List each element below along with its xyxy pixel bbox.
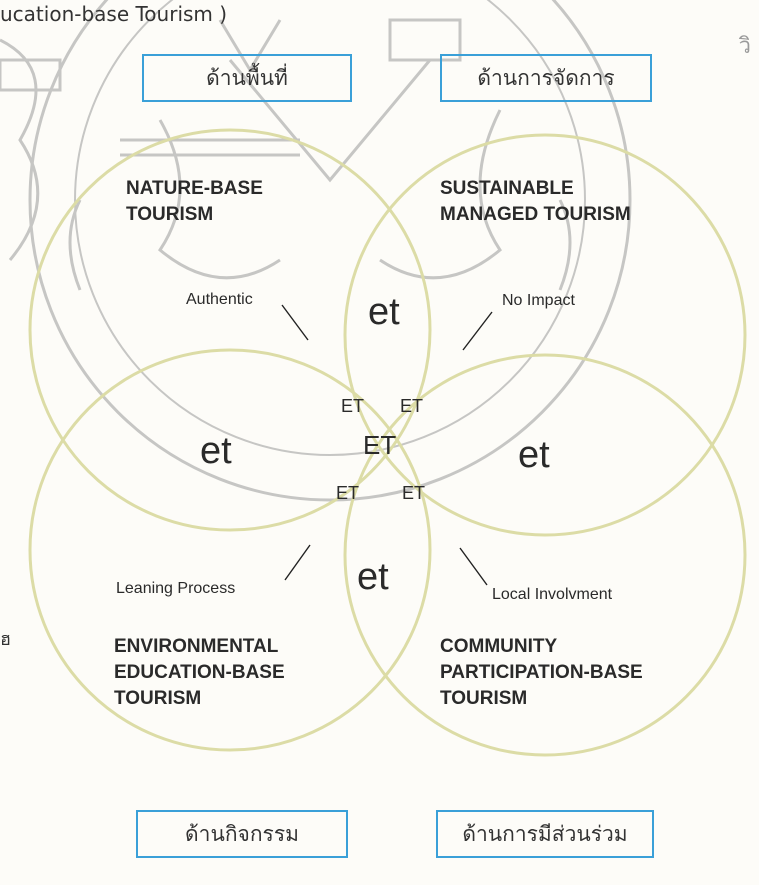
et-inner-bottom-right: ET <box>402 483 426 503</box>
category-nature: NATURE-BASE TOURISM <box>126 178 263 225</box>
circle-sustainable <box>343 133 747 537</box>
et-inner-top-right: ET <box>400 396 424 416</box>
leader-no-impact <box>462 311 493 351</box>
aspect-participation-label: ด้านการมีส่วนร่วม <box>462 821 628 846</box>
et-inner-bottom-left: ET <box>336 483 360 503</box>
circle-community <box>343 353 747 757</box>
et-center: ET <box>363 430 397 460</box>
edge-mark-right: วิ <box>738 34 751 59</box>
note-learning: Leaning Process <box>116 580 236 597</box>
page-heading: ucation-base Tourism ) <box>0 2 228 26</box>
aspect-management-box: ด้านการจัดการ <box>440 54 652 102</box>
et-left: et <box>200 430 232 472</box>
note-local: Local Involvment <box>492 586 613 603</box>
aspect-activity-box: ด้านกิจกรรม <box>136 810 348 858</box>
category-sustainable: SUSTAINABLE MANAGED TOURISM <box>440 178 631 225</box>
note-authentic: Authentic <box>186 291 253 308</box>
leader-learning <box>284 544 311 581</box>
aspect-area-box: ด้านพื้นที่ <box>142 54 352 102</box>
aspect-activity-label: ด้านกิจกรรม <box>185 821 299 846</box>
leader-local <box>459 547 488 586</box>
category-environmental: ENVIRONMENTAL EDUCATION-BASE TOURISM <box>114 636 285 709</box>
et-right: et <box>518 434 550 476</box>
et-bottom: et <box>357 556 389 598</box>
aspect-area-label: ด้านพื้นที่ <box>206 65 288 90</box>
circle-environmental <box>28 348 432 752</box>
note-no-impact: No Impact <box>502 292 575 309</box>
aspect-management-label: ด้านการจัดการ <box>477 65 615 90</box>
aspect-participation-box: ด้านการมีส่วนร่วม <box>436 810 654 858</box>
et-inner-top-left: ET <box>341 396 365 416</box>
circle-nature <box>28 128 432 532</box>
et-top: et <box>368 291 400 333</box>
watermark-seal <box>0 0 632 502</box>
category-community: COMMUNITY PARTICIPATION-BASE TOURISM <box>440 636 643 709</box>
leader-authentic <box>281 304 309 341</box>
edge-mark-left: ฮ <box>0 629 11 650</box>
